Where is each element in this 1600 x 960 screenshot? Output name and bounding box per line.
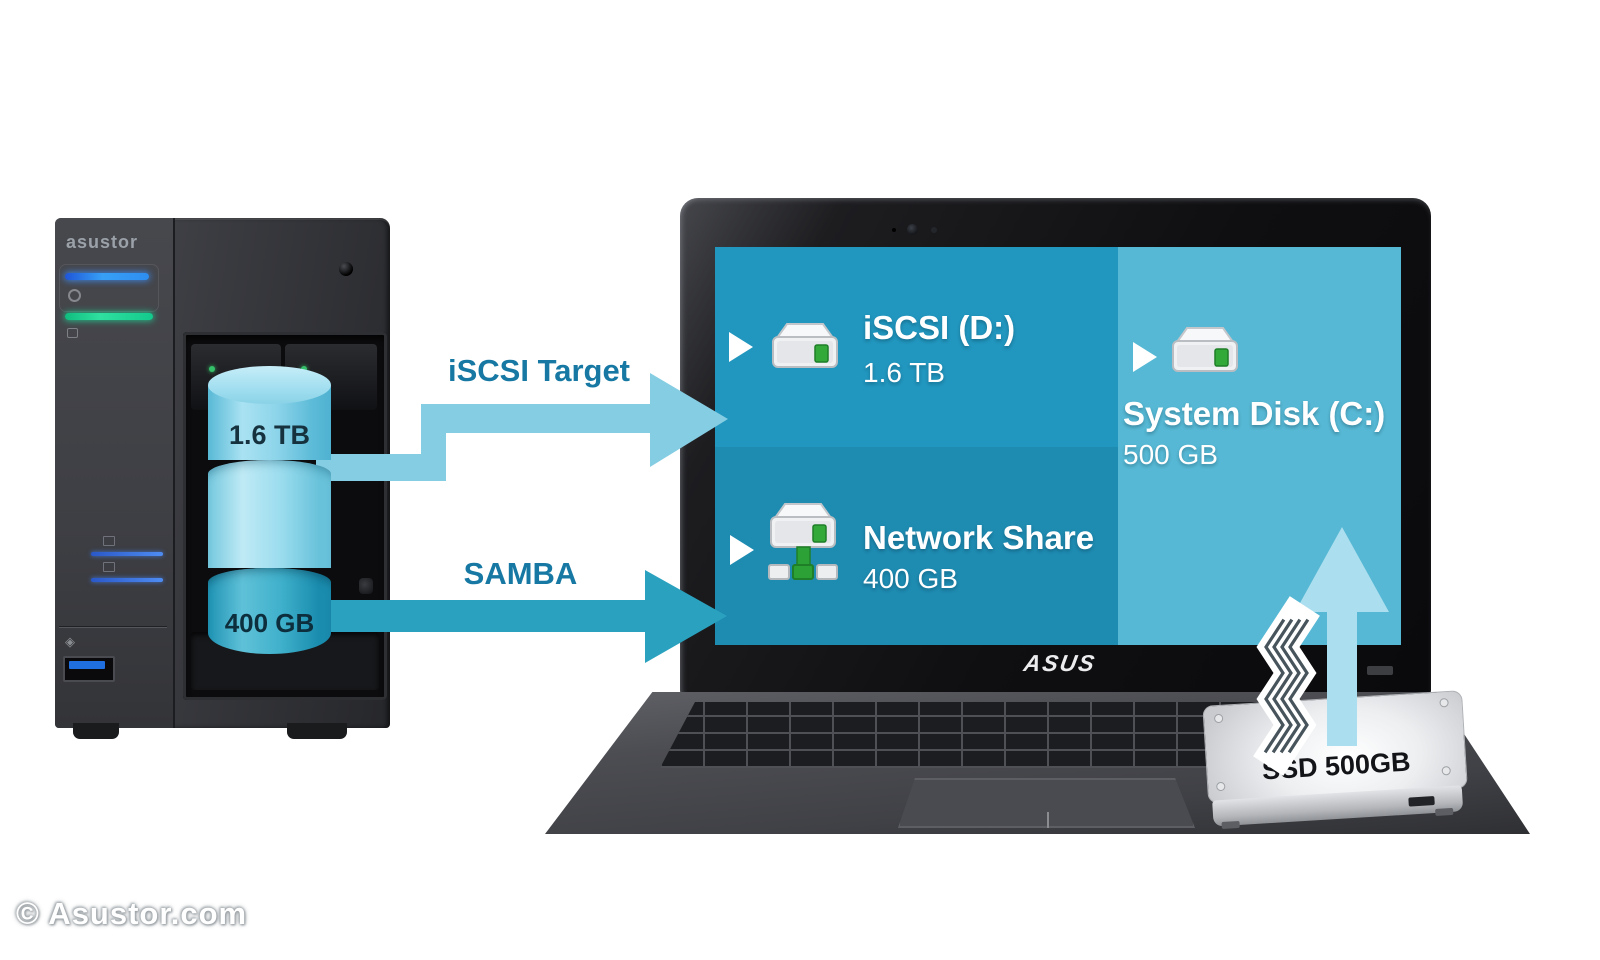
power-led [65,273,149,280]
play-triangle-icon [730,535,754,565]
disk-segment-3 [208,568,331,654]
touchpad-tick [1046,812,1049,828]
panel-title: Network Share [863,519,1095,556]
mic-dot [892,228,896,232]
panel-size: 400 GB [863,563,958,594]
usb-port [63,656,115,682]
screw-icon [1213,713,1224,724]
webcam-icon [907,224,918,235]
usb-tongue [69,661,105,669]
panel-title: System Disk (C:) [1123,395,1386,432]
nas-foot [73,723,119,739]
hinge-mark [1367,666,1393,675]
ir-receiver-dot [339,262,353,276]
network-icon [103,562,115,572]
disk-size-label: 400 GB [224,608,315,638]
power-button [59,264,159,312]
nas-device: 1.6 TB 400 GB asustor ◈ [55,218,390,739]
iscsi-target-label: iSCSI Target [447,353,631,388]
status-led [65,313,153,320]
ssd-foot [1435,807,1454,816]
lan-led [91,552,163,556]
network-icon [103,536,115,546]
nas-brand-logo: asustor [66,232,139,252]
hard-drive-icon [763,317,847,380]
laptop-screen: iSCSI (D:) 1.6 TB Network Share [715,247,1401,645]
tray-led [209,366,215,372]
play-triangle-icon [729,332,753,362]
panel-divider [59,626,167,627]
lan-led [91,578,163,582]
disk-size-label: 1.6 TB [228,420,311,450]
cylinder-top [208,366,331,404]
play-triangle-icon [1133,342,1157,372]
panel-size: 1.6 TB [863,357,945,388]
samba-label: SAMBA [463,556,578,591]
nas-foot [287,723,347,739]
sata-connector [1408,796,1435,807]
panel-title: iSCSI (D:) [863,309,1016,346]
hard-drive-icon [1163,321,1247,384]
disk-segment-2 [208,460,331,568]
asus-logo: ASUS [1021,650,1099,676]
tray-thumbscrew [359,578,373,594]
ssd-label: SSD 500GB [1261,746,1412,786]
ssd-foot [1221,820,1240,830]
ssd-drive: SSD 500GB [1202,690,1468,834]
copyright-watermark: © Asustor.com [16,896,248,931]
laptop-touchpad [898,778,1195,828]
usb-icon: ◈ [65,634,75,649]
laptop-lid: iSCSI (D:) 1.6 TB Network Share [680,198,1431,698]
screw-icon [1439,697,1449,708]
power-icon [68,289,81,302]
nas-front-panel: asustor ◈ [55,218,175,728]
panel-size: 500 GB [1123,439,1218,470]
sensor-dot [931,227,937,233]
network-drive-icon [761,499,845,592]
disk-activity-icon [67,328,78,338]
nas-storage-cylinder: 1.6 TB 400 GB [208,364,331,654]
